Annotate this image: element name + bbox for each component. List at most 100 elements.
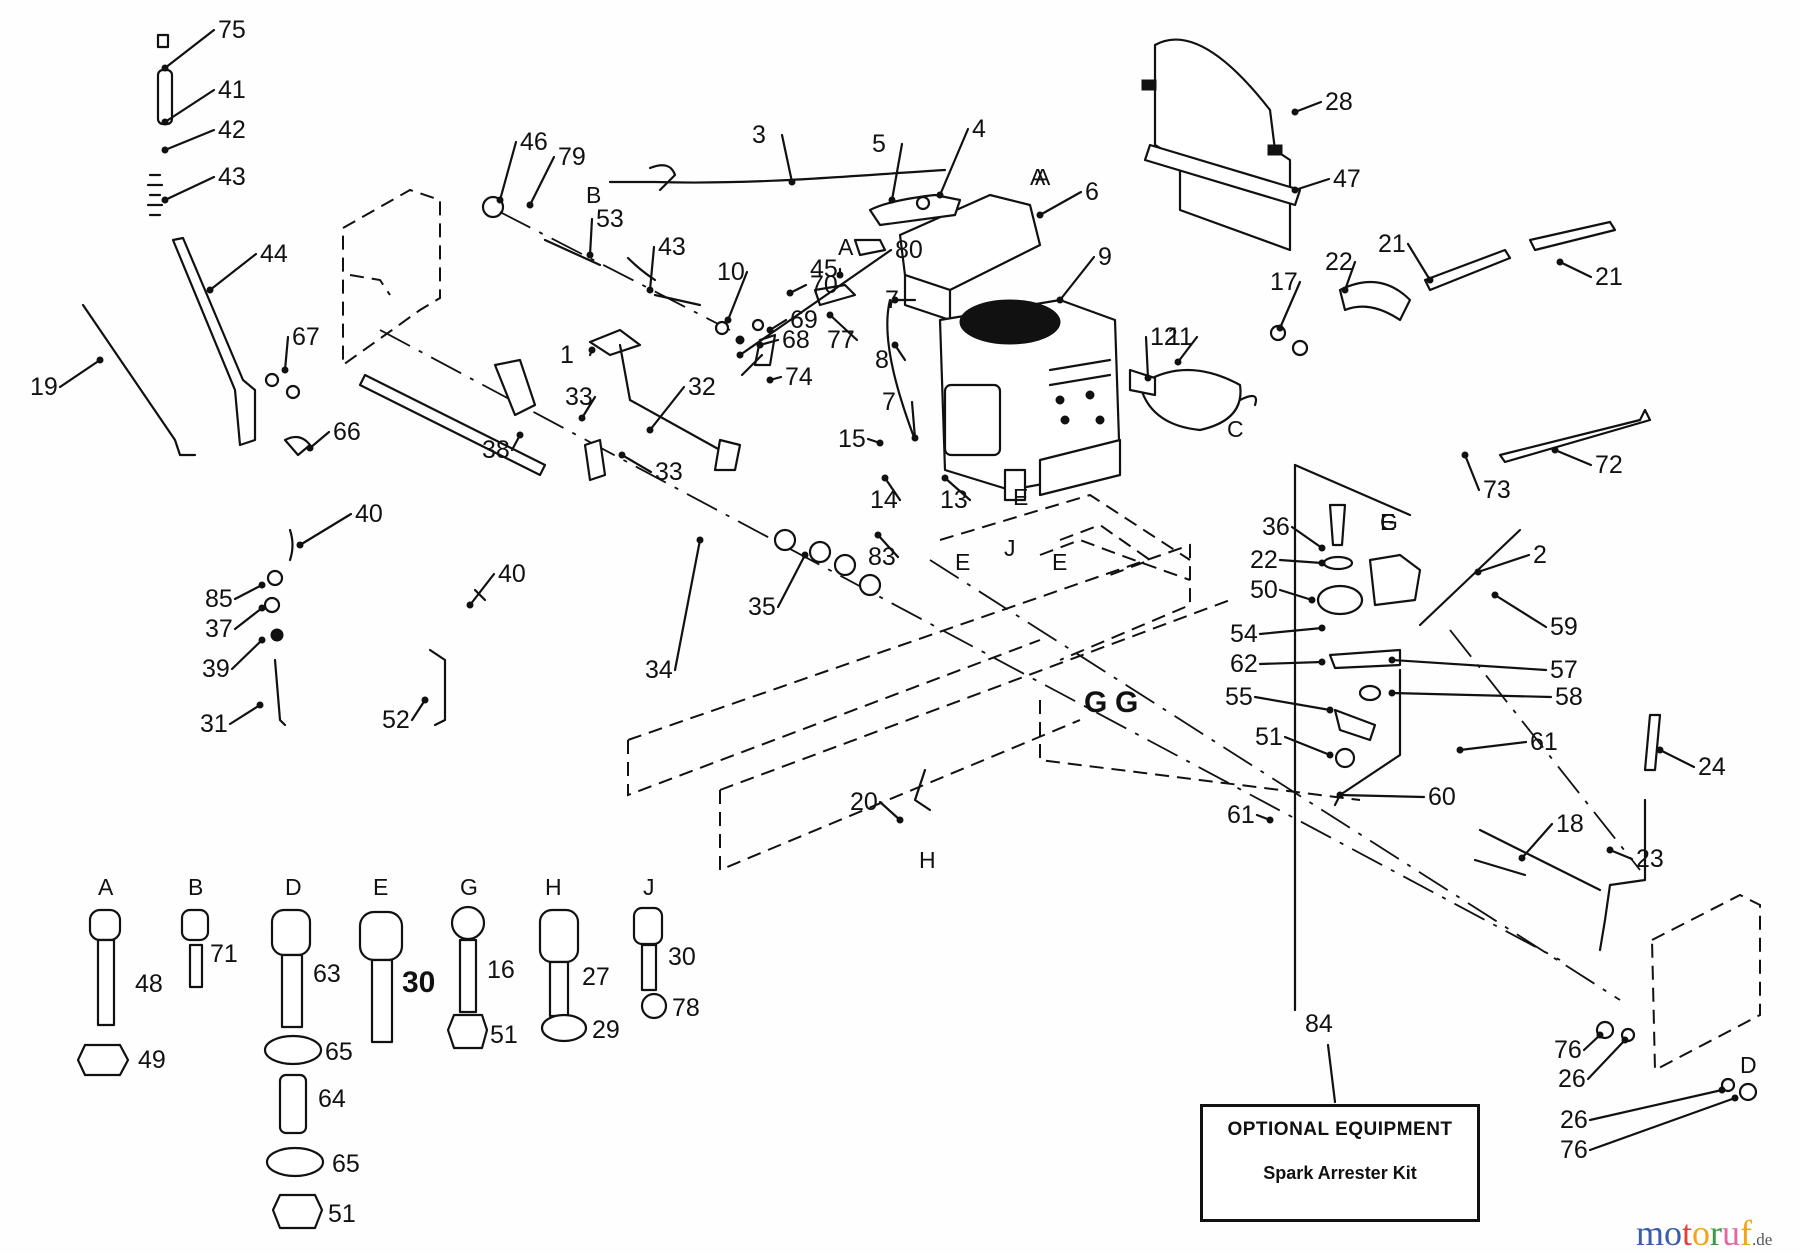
callout-leader-85	[233, 583, 264, 601]
callout-arrowhead-54	[1318, 624, 1326, 632]
callout-leader-52	[410, 698, 427, 722]
engine	[886, 193, 1122, 502]
part-callout-38: 38	[482, 436, 510, 464]
callout-arrowhead-11	[1174, 358, 1182, 366]
part-callout-77: 77	[827, 326, 855, 354]
callout-arrowhead-50	[1308, 596, 1316, 604]
callout-arrowhead-34	[696, 536, 704, 544]
shield	[1141, 38, 1302, 252]
reference-letter-C: C	[1227, 416, 1244, 442]
motoruf-watermark: motoruf.de	[1636, 1212, 1772, 1254]
part-callout-18: 18	[1556, 810, 1584, 838]
callout-leader-33	[580, 395, 597, 420]
hardware-part-65: 65	[325, 1038, 353, 1066]
callout-arrowhead-79	[526, 201, 534, 209]
callout-arrowhead-26	[1718, 1086, 1726, 1094]
callout-arrowhead-57	[1388, 656, 1396, 664]
callout-arrowhead-19	[96, 356, 104, 364]
part-callout-22: 22	[1325, 248, 1353, 276]
callout-arrowhead-1	[588, 346, 596, 354]
part-callout-21: 21	[1378, 230, 1406, 258]
hardware-part-51: 51	[490, 1021, 518, 1049]
callout-leader-12	[1144, 335, 1150, 380]
callout-leader-80	[738, 248, 893, 357]
part-callout-1: 1	[560, 341, 574, 369]
reference-letter-G: G	[1084, 686, 1107, 719]
callout-arrowhead-35	[801, 551, 809, 559]
callout-arrowhead-37	[258, 604, 266, 612]
part-callout-26: 26	[1558, 1065, 1586, 1093]
part-callout-72: 72	[1595, 451, 1623, 479]
callout-arrowhead-15	[876, 439, 884, 447]
hardware-part-65: 65	[332, 1150, 360, 1178]
part-callout-8: 8	[875, 346, 889, 374]
callout-leader-60	[1338, 793, 1426, 799]
part-callout-17: 17	[1270, 268, 1298, 296]
callout-arrowhead-43	[161, 196, 169, 204]
hardware-part-64: 64	[318, 1085, 346, 1113]
hardware-key-G: G	[460, 874, 478, 900]
callout-leader-54	[1258, 626, 1324, 636]
hardware-part-27: 27	[582, 963, 610, 991]
callout-leader-41	[163, 88, 216, 124]
callout-arrowhead-42	[161, 146, 169, 154]
callout-leader-17	[1278, 280, 1302, 330]
spark-arrester-kit-label: Spark Arrester Kit	[1263, 1163, 1417, 1183]
callout-leader-3	[780, 133, 794, 184]
callout-leader-2	[1476, 553, 1531, 574]
callout-leader-14	[883, 476, 902, 502]
part-callout-73: 73	[1483, 476, 1511, 504]
part-callout-5: 5	[872, 130, 886, 158]
part-callout-80: 80	[895, 236, 923, 264]
part-callout-39: 39	[202, 655, 230, 683]
reference-letter-E: E	[1380, 509, 1395, 535]
hardware-part-78: 78	[672, 994, 700, 1022]
part-callout-4: 4	[972, 115, 986, 143]
callout-leader-59	[1493, 593, 1548, 629]
callout-arrowhead-14	[881, 474, 889, 482]
callout-arrowhead-28	[1291, 108, 1299, 116]
part-callout-44: 44	[260, 240, 288, 268]
hardware-part-30: 30	[668, 943, 696, 971]
part-callout-57: 57	[1550, 656, 1578, 684]
callout-arrowhead-72	[1551, 446, 1559, 454]
part-callout-61: 61	[1530, 728, 1558, 756]
callout-leader-20	[878, 800, 902, 822]
watermark-letter: u	[1722, 1213, 1741, 1253]
callout-arrowhead-21	[1556, 258, 1564, 266]
reference-letter-J: J	[1004, 535, 1016, 561]
watermark-letter: r	[1710, 1213, 1723, 1253]
callout-leader-5	[890, 142, 904, 202]
callout-leader-32	[648, 385, 686, 432]
part-callout-20: 20	[850, 788, 878, 816]
part-callout-34: 34	[645, 656, 673, 684]
callout-arrowhead-74	[766, 376, 774, 384]
choke-linkage	[481, 195, 887, 377]
callout-arrowhead-32	[646, 426, 654, 434]
part-callout-67: 67	[292, 323, 320, 351]
callout-leader-40	[468, 572, 496, 607]
callout-arrowhead-18	[1518, 854, 1526, 862]
part-callout-85: 85	[205, 585, 233, 613]
callout-arrowhead-12	[1144, 374, 1152, 382]
clutch-group	[1293, 463, 1422, 1012]
part-callout-23: 23	[1636, 845, 1664, 873]
callout-arrowhead-47	[1291, 186, 1299, 194]
reference-letter-E: E	[1052, 549, 1067, 575]
callout-arrowhead-53	[586, 251, 594, 259]
part-callout-28: 28	[1325, 88, 1353, 116]
callout-arrowhead-2	[1474, 568, 1482, 576]
callout-leader-6	[1038, 190, 1083, 217]
callout-arrowhead-40	[296, 541, 304, 549]
hardware-key-B: B	[188, 874, 203, 900]
callout-arrowhead-52	[421, 696, 429, 704]
part-callout-84: 84	[1305, 1010, 1333, 1038]
part-callout-40: 40	[355, 500, 383, 528]
callout-arrowhead-55	[1326, 706, 1334, 714]
callout-arrowhead-59	[1491, 591, 1499, 599]
part-callout-59: 59	[1550, 613, 1578, 641]
callout-arrowhead-23	[1606, 846, 1614, 854]
levers-left	[81, 236, 312, 457]
callout-arrowhead-45	[836, 271, 844, 279]
